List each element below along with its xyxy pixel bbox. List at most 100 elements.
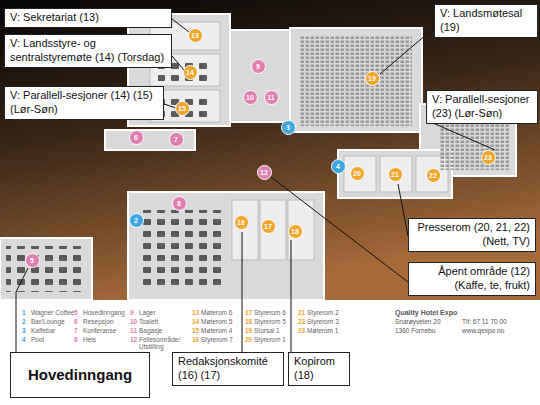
map-ground (0, 0, 540, 300)
callout-text: Redaksjonskomité (16) (17) (178, 355, 278, 383)
legend-text: Styrerom 2 (307, 309, 339, 316)
legend-text: Møterom 1 (307, 327, 338, 334)
map-marker: 4 (331, 159, 346, 174)
callout-text: Hovedinngang (28, 366, 132, 385)
callout-box: V: Parallell-sesjoner (14) (15) (Lør-Søn… (4, 86, 164, 120)
map-marker: 5 (25, 253, 40, 268)
callout-box: V: Parallell-sesjoner (23) (Lør-Søn) (426, 90, 538, 124)
callout-text: V: Landsstyre- og sentralstyremøte (14) … (10, 37, 166, 65)
hotel-info: www.qexpo.no (462, 327, 504, 334)
callout-box: Kopirom (18) (288, 352, 350, 386)
map-marker: 21 (388, 167, 403, 182)
legend-number: 8 (74, 336, 78, 343)
map-marker: 19 (365, 71, 380, 86)
callout-number: 2 (134, 217, 138, 224)
callout-number: 20 (353, 170, 361, 177)
callout-number: 14 (186, 69, 194, 76)
legend-number: 10 (130, 318, 137, 325)
callout-number: 6 (134, 134, 138, 141)
map-marker: 20 (350, 166, 365, 181)
map-marker: 16 (234, 215, 249, 230)
legend-number: 22 (298, 318, 305, 325)
legend-text: Styrerom 7 (201, 336, 233, 343)
legend-text: Styrerom 3 (307, 318, 339, 325)
hotel-info: Tlf: 67 11 70 00 (462, 318, 507, 325)
callout-box: V: Landsmøtesal (19) (434, 4, 538, 38)
map-marker: 3 (281, 120, 296, 135)
legend-number: 3 (22, 327, 26, 334)
legend-number: 15 (192, 327, 199, 334)
legend-number: 19 (245, 327, 252, 334)
hall-seats (300, 36, 412, 126)
legend-number: 2 (22, 318, 26, 325)
legend-text: Heis (83, 336, 96, 343)
legend-text: Styrerom 6 (254, 309, 286, 316)
legend-text: Storsal 1 (254, 327, 280, 334)
legend-text: Møterom 4 (201, 327, 232, 334)
legend-number: 16 (192, 336, 199, 343)
callout-number: 21 (391, 171, 399, 178)
legend-text: Lager (139, 309, 156, 316)
legend-number: 6 (74, 318, 78, 325)
callout-number: 12 (260, 169, 268, 176)
legend-number: 12 (130, 336, 137, 343)
legend-number: 14 (192, 318, 199, 325)
callout-box: Hovedinngang (10, 352, 150, 398)
legend-text: Fellesområde/ Utstilling (139, 336, 183, 351)
callout-number: 11 (267, 94, 274, 101)
legend-text: Hovedinngang (83, 309, 125, 316)
map-marker: 6 (129, 130, 144, 145)
legend-number: 11 (130, 327, 137, 334)
callout-number: 13 (191, 32, 199, 39)
legend-text: Møterom 6 (201, 309, 232, 316)
legend-number: 4 (22, 336, 26, 343)
callout-text: Presserom (20, 21, 22) (Nett, TV) (414, 221, 530, 249)
legend-number: 1 (22, 309, 26, 316)
map-marker: 18 (288, 224, 303, 239)
legend-number: 18 (245, 318, 252, 325)
callout-box: Åpent område (12) (Kaffe, te, frukt) (408, 262, 536, 296)
map-marker: 10 (243, 90, 258, 105)
tables (6, 246, 86, 292)
callout-text: Åpent område (12) (Kaffe, te, frukt) (414, 265, 530, 293)
callout-number: 5 (30, 257, 34, 264)
legend-text: Konferanse (83, 327, 116, 334)
legend-text: Resepsjon (83, 318, 114, 325)
legend-text: Bagasje (139, 327, 163, 334)
callout-number: 17 (264, 223, 272, 230)
tables (138, 210, 224, 290)
hotel-info: Snarøyveien 20 (395, 318, 441, 325)
legend-number: 5 (74, 309, 78, 316)
callout-number: 18 (291, 228, 299, 235)
callout-number: 9 (256, 63, 260, 70)
legend-text: Wagner Coffee (31, 309, 74, 316)
legend-text: Bar/Lounge (31, 318, 65, 325)
legend-number: 17 (245, 309, 252, 316)
callout-number: 7 (174, 136, 178, 143)
building (0, 14, 516, 300)
legend-text: Styrerom 1 (254, 336, 286, 343)
callout-box: V: Landsstyre- og sentralstyremøte (14) … (4, 34, 172, 68)
callout-number: 16 (237, 219, 245, 226)
map-marker: 11 (264, 90, 279, 105)
tables (158, 94, 212, 118)
legend-strip (0, 300, 540, 405)
callout-text: V: Parallell-sesjoner (23) (Lør-Søn) (432, 93, 532, 121)
legend-text: Toalett (139, 318, 158, 325)
legend-text: Pool (31, 336, 44, 343)
legend-number: 7 (74, 327, 78, 334)
map-marker: 8 (172, 196, 187, 211)
map-marker: 7 (169, 132, 184, 147)
map-marker: 2 (129, 213, 144, 228)
callout-box: Presserom (20, 21, 22) (Nett, TV) (408, 218, 536, 252)
callout-text: V: Landsmøtesal (19) (440, 7, 532, 35)
leader-lines (16, 19, 495, 352)
legend-number: 21 (298, 309, 305, 316)
legend-number: 20 (245, 336, 252, 343)
map-marker: 13 (188, 28, 203, 43)
map-marker: 15 (175, 101, 190, 116)
map-marker: 9 (251, 59, 266, 74)
map-marker: 23 (481, 150, 496, 165)
legend-text: Styrerom 5 (254, 318, 286, 325)
callout-number: 19 (368, 75, 376, 82)
